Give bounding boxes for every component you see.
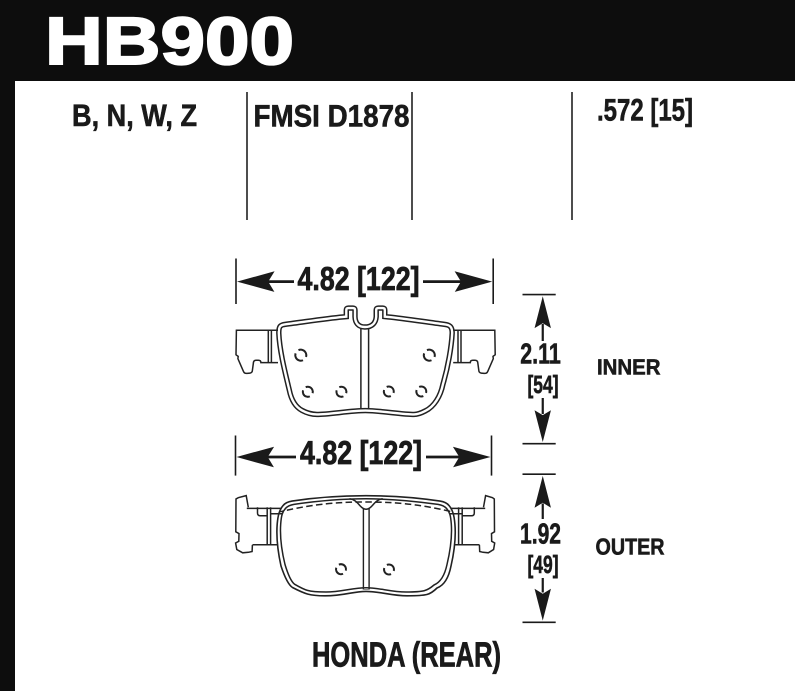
svg-text:HONDA (REAR): HONDA (REAR) <box>312 636 501 675</box>
svg-text:FMSI D1878: FMSI D1878 <box>254 99 410 134</box>
svg-text:[54]: [54] <box>528 371 559 399</box>
svg-text:.572 [15]: .572 [15] <box>597 93 693 128</box>
svg-text:HB900: HB900 <box>45 4 294 79</box>
svg-text:INNER: INNER <box>597 354 661 379</box>
svg-text:2.11: 2.11 <box>520 339 561 371</box>
svg-text:OUTER: OUTER <box>596 533 665 559</box>
svg-text:1.92: 1.92 <box>520 519 561 551</box>
svg-text:4.82 [122]: 4.82 [122] <box>300 434 422 471</box>
svg-text:B, N, W, Z: B, N, W, Z <box>72 98 197 133</box>
svg-text:[49]: [49] <box>528 551 559 579</box>
svg-text:4.82 [122]: 4.82 [122] <box>298 260 420 297</box>
